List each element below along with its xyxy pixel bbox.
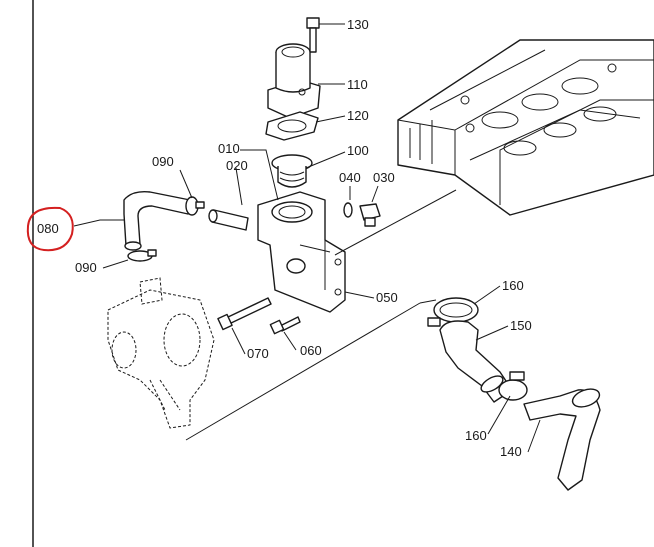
callout-010: 010 [218,141,240,156]
clamp-160-upper [427,297,479,327]
callout-130: 130 [347,17,369,32]
callout-040: 040 [339,170,361,185]
water-pump-drawing [107,277,215,429]
callout-080: 080 [37,221,59,236]
water-flange-050 [257,191,346,313]
thermostat-cover-110 [267,43,321,119]
hose-150 [439,320,513,403]
callout-030: 030 [373,170,395,185]
callout-160-upper: 160 [502,278,524,293]
engine-block-drawing [397,39,654,216]
washer-040 [343,202,353,218]
callout-050: 050 [376,290,398,305]
callout-150: 150 [510,318,532,333]
hose-140 [523,388,601,491]
callout-120: 120 [347,108,369,123]
pump-connection-line [185,299,437,441]
callout-060: 060 [300,343,322,358]
callout-020: 020 [226,158,248,173]
clamp-090-upper [185,196,205,216]
bolt-060 [269,316,301,335]
gasket-120 [265,111,319,141]
callout-070: 070 [247,346,269,361]
highlight-circle [26,206,74,252]
clamp-090-lower [127,249,157,262]
thermostat-100 [271,154,313,188]
callout-160-lower: 160 [465,428,487,443]
callout-110: 110 [347,77,368,92]
leader-lines [73,23,541,453]
bolt-070 [217,297,272,331]
callout-100: 100 [347,143,369,158]
plug-030 [359,203,381,227]
flange-connection-line [334,189,457,256]
bypass-pipe-020 [208,209,249,231]
callout-090-lower: 090 [75,260,97,275]
bolt-130 [306,17,320,53]
callout-140: 140 [500,444,522,459]
callout-090-upper: 090 [152,154,174,169]
clamp-160-lower [498,371,528,401]
hose-080 [123,190,191,251]
